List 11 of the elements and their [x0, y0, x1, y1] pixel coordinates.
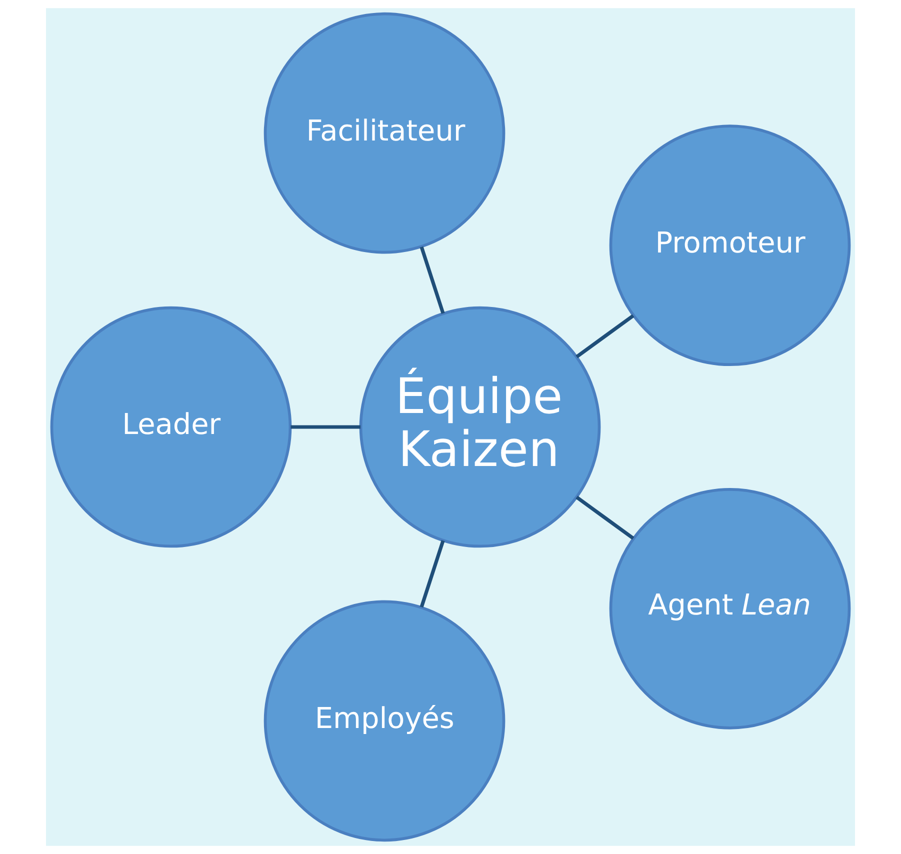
- node-circle: Promoteur: [609, 124, 851, 366]
- node-circle: Agent Lean: [609, 488, 851, 730]
- node-circle: Employés: [264, 600, 506, 842]
- node-circle: Facilitateur: [264, 12, 506, 254]
- connector: [576, 314, 634, 358]
- node-circle: Leader: [50, 306, 292, 548]
- connector: [290, 425, 361, 429]
- connector: [420, 540, 445, 608]
- connector: [576, 496, 634, 540]
- connector: [420, 246, 445, 314]
- node-circle: Équipe Kaizen: [359, 306, 601, 548]
